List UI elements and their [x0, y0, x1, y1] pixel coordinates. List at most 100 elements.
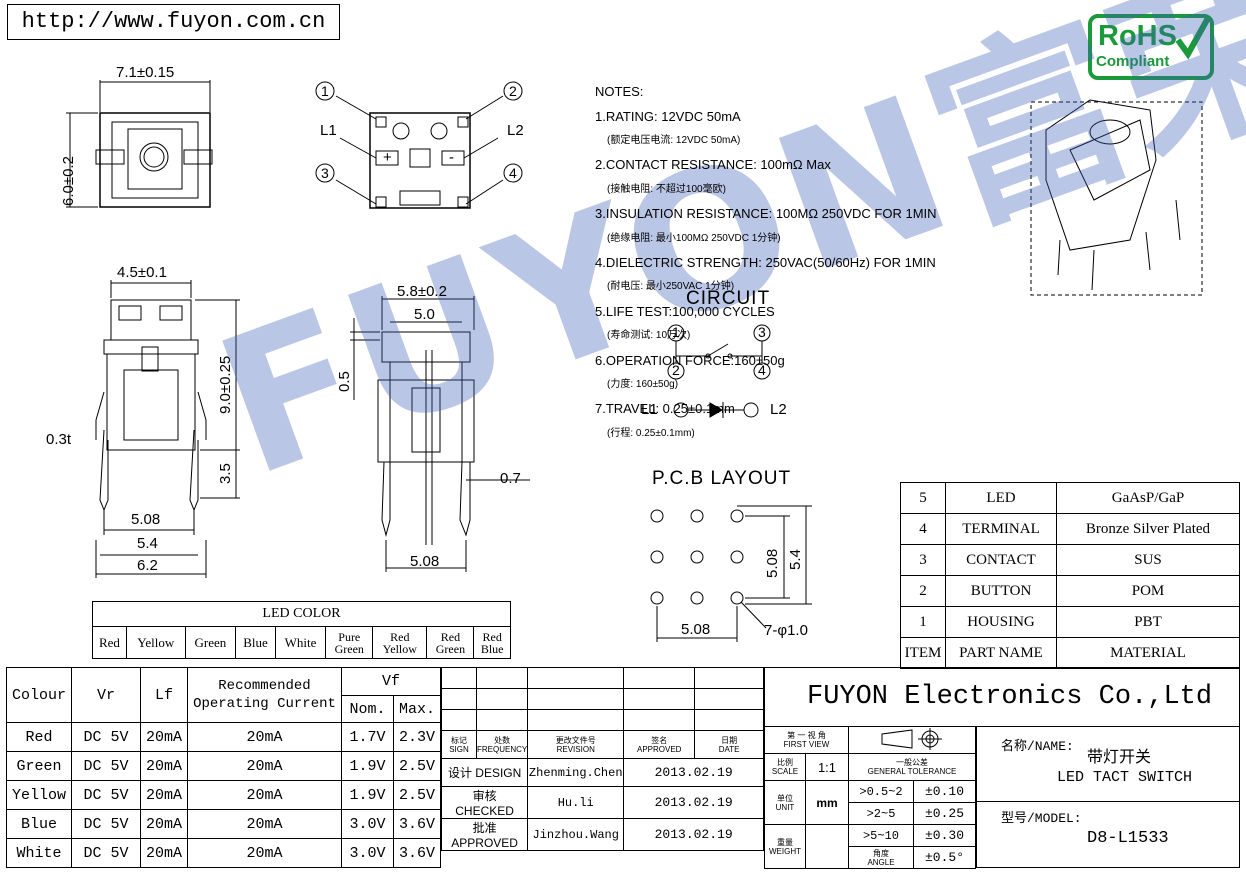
note-5-cn: (寿命测试: 10万次) [607, 330, 691, 342]
projection-icon [881, 727, 942, 750]
spec-rec: 20mA [187, 751, 342, 781]
note-7-cn: (行程: 0.25±0.1mm) [607, 427, 695, 439]
mat-material: GaAsP/GaP [1056, 482, 1240, 514]
spec-rec: 20mA [187, 809, 342, 839]
company-banner: FUYON Electronics Co.,Ltd [764, 667, 1240, 727]
url-box: http://www.fuyon.com.cn [7, 4, 340, 40]
spec-vr: DC 5V [71, 838, 141, 868]
led-color-rb-2: Blue [480, 641, 504, 656]
tolerance-value-3: ±0.30 [913, 824, 976, 847]
dim-width-54: 5.4 [137, 535, 158, 552]
scale-en: SCALE [771, 767, 799, 776]
circuit-pin-2: 2 [672, 362, 680, 378]
dim-pin-length: 3.5 [217, 463, 234, 484]
pin-label-1: 1 [321, 83, 329, 99]
rev-appr-cn: 签名 [651, 735, 668, 745]
name-model-block: 名称/NAME: 带灯开关 LED TACT SWITCH 型号/MODEL: … [976, 726, 1240, 868]
spec-nom: 3.0V [341, 838, 394, 868]
tolerance-range-1: >0.5~2 [848, 780, 914, 803]
pin-label-3: 3 [321, 165, 329, 181]
front-view [350, 296, 530, 572]
note-7: 7.TRAVEL: 0.25±0.1mm [595, 401, 735, 417]
name-label: 名称/NAME: [1001, 739, 1074, 754]
spec-header-max: Max. [393, 695, 441, 723]
mat-material: Bronze Silver Plated [1056, 513, 1240, 545]
dim-width-62: 6.2 [137, 557, 158, 574]
led-color-yellow: Yellow [125, 626, 186, 659]
pcb-title: P.C.B LAYOUT [652, 468, 792, 489]
dim-pin-07: 0.7 [500, 470, 521, 487]
mat-header-item: ITEM [900, 637, 946, 669]
checked-date: 2013.02.19 [623, 786, 764, 819]
led-color-table: LED COLOR Red Yellow Green Blue White Pu… [92, 601, 511, 659]
rev-sign-en: SIGN [449, 744, 469, 754]
mat-part: HOUSING [945, 606, 1057, 638]
scale-cn: 比例 [777, 758, 793, 767]
pin-label-4: 4 [509, 165, 517, 181]
rev-freq-cn: 处数 [494, 735, 511, 745]
note-3-cn: (绝缘电阻: 最小100MΩ 250VDC 1分钟) [607, 232, 781, 244]
unit-en: UNIT [775, 802, 795, 812]
spec-lf: 20mA [140, 838, 188, 868]
checker-name: Hu.li [527, 786, 625, 819]
spec-lf: 20mA [140, 722, 188, 752]
pin-minus: - [449, 149, 454, 166]
mat-item: 2 [900, 575, 946, 607]
dim-top-height: 6.0±0.2 [60, 156, 77, 206]
design-date: 2013.02.19 [623, 758, 764, 787]
rev-rev-cn: 更改文件号 [555, 735, 596, 745]
tolerance-range-2: >2~5 [848, 802, 914, 825]
spec-max: 2.3V [393, 722, 441, 752]
rev-date-cn: 日期 [721, 735, 738, 745]
unit-cn: 单位 [777, 793, 793, 803]
circuit-pin-1: 1 [672, 324, 680, 340]
pcb-dim-54: 5.4 [787, 549, 804, 570]
circuit-pin-3: 3 [758, 324, 766, 340]
spec-max: 2.5V [393, 751, 441, 781]
spec-nom: 1.9V [341, 751, 394, 781]
spec-vr: DC 5V [71, 722, 141, 752]
spec-vr: DC 5V [71, 751, 141, 781]
spec-header-colour: Colour [6, 667, 72, 723]
rev-sign-cn: 标记 [451, 735, 467, 745]
dim-front-pitch: 5.08 [410, 553, 440, 570]
mat-item: 3 [900, 544, 946, 576]
scale-value: 1:1 [805, 753, 849, 781]
angle-value: ±0.5° [913, 846, 976, 869]
dim-top-width: 7.1±0.15 [116, 64, 175, 81]
top-view [66, 80, 213, 208]
mat-part: TERMINAL [945, 513, 1057, 545]
model-label: 型号/MODEL: [1001, 811, 1082, 826]
led-color-pure: Pure [338, 629, 361, 644]
angle-en: ANGLE [867, 857, 895, 867]
url-text: http://www.fuyon.com.cn [21, 9, 326, 34]
weight-cn: 重量 [777, 837, 793, 847]
dim-front-inner: 5.0 [414, 306, 435, 323]
circuit-diagram [667, 324, 771, 418]
dim-pitch-508: 5.08 [131, 511, 161, 528]
mat-material: POM [1056, 575, 1240, 607]
rohs-compliant-text: Compliant [1096, 53, 1170, 70]
designer-name: Zhenming.Chen [527, 758, 625, 787]
note-1: 1.RATING: 12VDC 50mA [595, 108, 741, 124]
mat-part: BUTTON [945, 575, 1057, 607]
dim-gap-05: 0.5 [336, 371, 353, 392]
